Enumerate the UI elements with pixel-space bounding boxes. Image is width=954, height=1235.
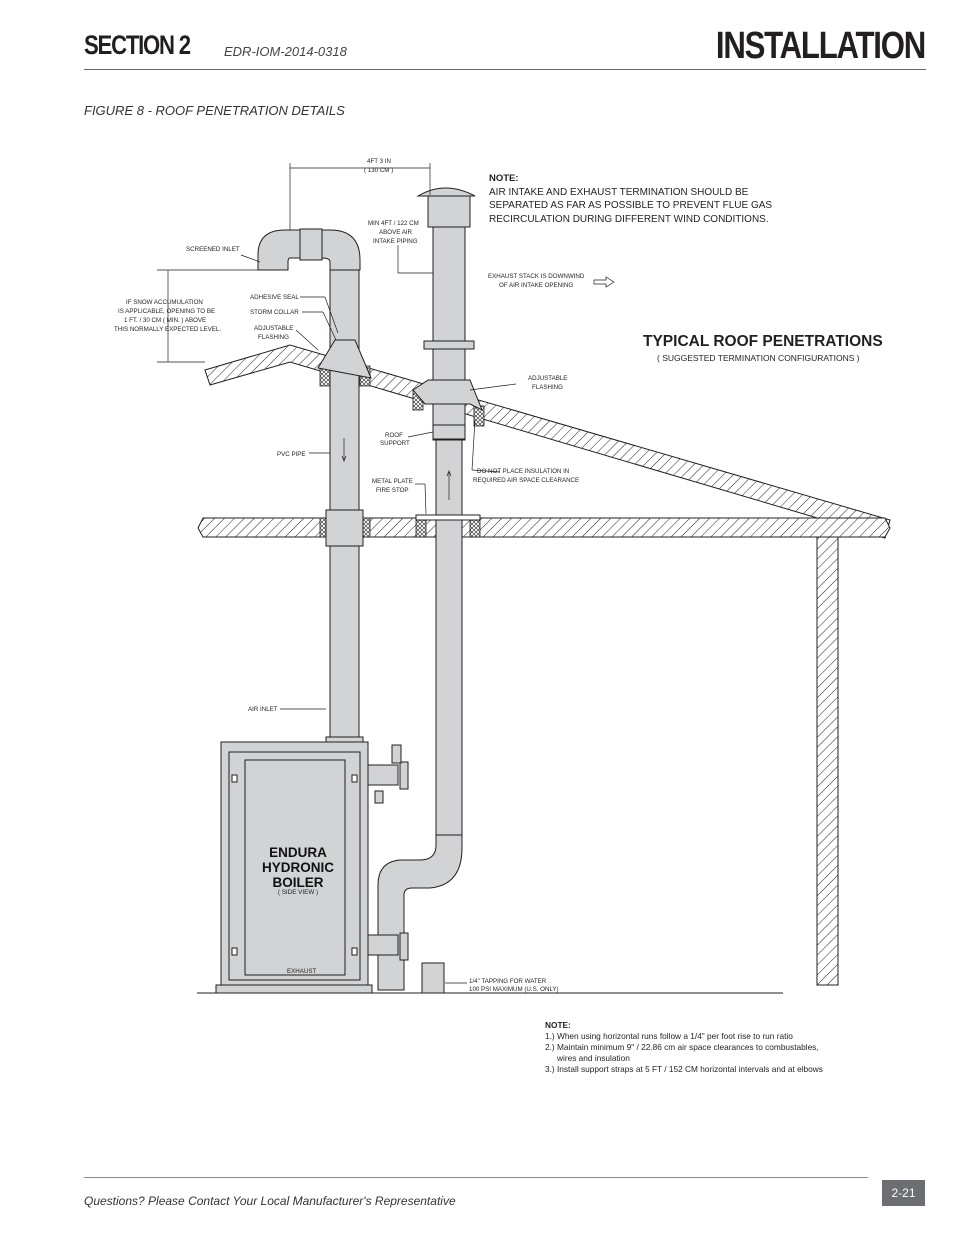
- leader-lines: [157, 163, 517, 984]
- label-adj-flashing-left-1: ADJUSTABLE: [254, 325, 293, 332]
- label-roof-support-2: SUPPORT: [380, 440, 410, 447]
- ceiling: [197, 517, 891, 538]
- sloped-roof: [204, 344, 891, 539]
- termination-note-line: RECIRCULATION DURING DIFFERENT WIND COND…: [489, 213, 769, 225]
- installation-note-item: 3.) Install support straps at 5 FT / 152…: [545, 1064, 823, 1074]
- air-intake-pipe: [257, 228, 372, 746]
- footer-divider: [84, 1177, 868, 1178]
- label-air-inlet: AIR INLET: [248, 706, 278, 713]
- label-adj-flashing-right-1: ADJUSTABLE: [528, 375, 567, 382]
- page-title: INSTALLATION: [715, 25, 926, 67]
- label-exhaust-stack-1: EXHAUST STACK IS DOWNWIND: [488, 273, 585, 280]
- label-no-insulation-1: DO NOT PLACE INSULATION IN: [477, 468, 569, 475]
- label-dim-top-1: 4FT 3 IN: [367, 158, 391, 165]
- label-snow-2: IS APPLICABLE, OPENING TO BE: [118, 308, 215, 315]
- label-min-above-1: MIN 4FT / 122 CM: [368, 220, 419, 227]
- label-adhesive-seal: ADHESIVE SEAL: [250, 294, 299, 301]
- label-min-above-2: ABOVE AIR: [379, 229, 413, 236]
- installation-notes: NOTE: 1.) When using horizontal runs fol…: [545, 1020, 823, 1075]
- flow-arrows: [341, 276, 615, 500]
- figure-caption: FIGURE 8 - ROOF PENETRATION DETAILS: [84, 103, 345, 118]
- boiler-label-line: HYDRONIC: [261, 860, 334, 875]
- label-dim-top-2: ( 130 CM ): [364, 167, 393, 174]
- boiler-side-view-label: ( SIDE VIEW ): [277, 889, 319, 896]
- typical-roof-penetrations-subtitle: ( SUGGESTED TERMINATION CONFIGURATIONS ): [657, 353, 860, 363]
- installation-note-item: wires and insulation: [557, 1053, 630, 1063]
- label-snow-3: 1 FT. / 30 CM ( MIN. ) ABOVE: [124, 317, 206, 324]
- installation-note-item: 1.) When using horizontal runs follow a …: [545, 1031, 793, 1041]
- label-no-insulation-2: REQUIRED AIR SPACE CLEARANCE: [473, 477, 579, 484]
- boiler-label-line: BOILER: [272, 875, 324, 890]
- termination-note-title: NOTE:: [489, 173, 519, 184]
- label-storm-collar: STORM COLLAR: [250, 309, 299, 316]
- typical-roof-penetrations-title: TYPICAL ROOF PENETRATIONS: [643, 333, 883, 350]
- label-snow-4: THIS NORMALLY EXPECTED LEVEL.: [114, 326, 221, 333]
- termination-note-line: SEPARATED AS FAR AS POSSIBLE TO PREVENT …: [489, 200, 773, 211]
- termination-note: NOTE: AIR INTAKE AND EXHAUST TERMINATION…: [489, 172, 772, 226]
- label-tapping-1: 1/4" TAPPING FOR WATER: [469, 978, 547, 985]
- exhaust-stack: [377, 187, 483, 991]
- label-adj-flashing-left-2: FLASHING: [258, 334, 289, 341]
- label-exhaust: EXHAUST: [287, 968, 316, 975]
- header-divider: [84, 69, 926, 70]
- label-roof-support-1: ROOF: [385, 432, 403, 439]
- label-min-above-3: INTAKE PIPING: [373, 238, 418, 245]
- label-screened-inlet: SCREENED INLET: [186, 246, 240, 253]
- label-pvc-pipe: PVC PIPE: [277, 451, 306, 458]
- label-exhaust-stack-2: OF AIR INTAKE OPENING: [499, 282, 573, 289]
- label-tapping-2: 100 PSI MAXIMUM (U.S. ONLY): [469, 986, 559, 993]
- page-number: 2-21: [882, 1180, 925, 1206]
- boiler-body: [215, 741, 445, 994]
- boiler-label-line: ENDURA: [269, 845, 327, 860]
- label-metal-plate-1: METAL PLATE: [372, 478, 413, 485]
- boiler-label: ENDURA HYDRONIC BOILER: [250, 845, 346, 890]
- label-adj-flashing-right-2: FLASHING: [532, 384, 563, 391]
- footer-contact-text: Questions? Please Contact Your Local Man…: [84, 1194, 456, 1208]
- section-heading: SECTION 2: [84, 30, 191, 60]
- termination-note-line: AIR INTAKE AND EXHAUST TERMINATION SHOUL…: [489, 186, 749, 198]
- insulation-blocks: [319, 365, 485, 538]
- label-metal-plate-2: FIRE STOP: [376, 487, 409, 494]
- wall: [816, 536, 839, 986]
- installation-note-item: 2.) Maintain minimum 9" / 22.86 cm air s…: [545, 1042, 819, 1052]
- label-snow-1: IF SNOW ACCUMULATION: [126, 299, 203, 306]
- installation-notes-title: NOTE:: [545, 1020, 571, 1030]
- document-code: EDR-IOM-2014-0318: [224, 44, 347, 59]
